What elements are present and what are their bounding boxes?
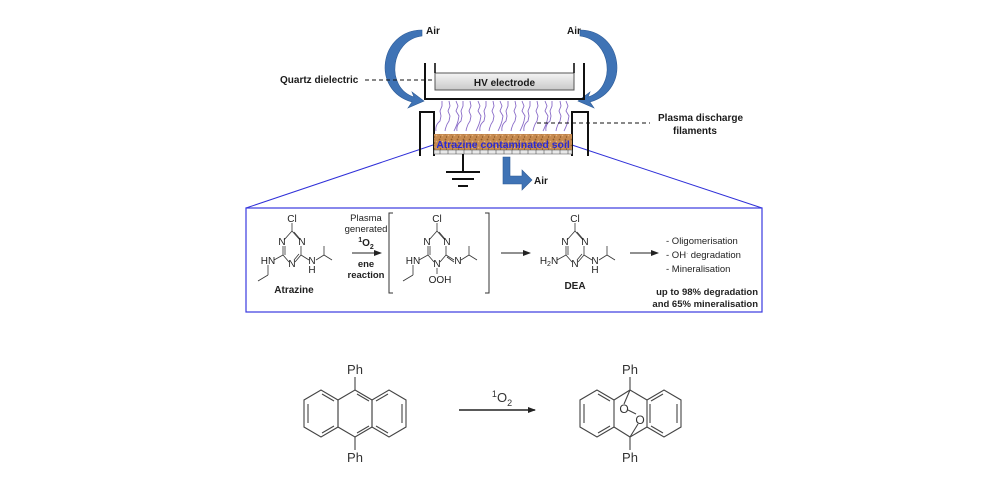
plasma-discharge-filaments <box>435 100 570 132</box>
dea-h2n: H2N <box>540 256 558 268</box>
intermediate-n2: N <box>443 237 450 248</box>
plasma-filament <box>435 101 443 132</box>
reaction2-reagent: 1O2 <box>492 389 512 408</box>
reactor-wall-left <box>419 111 435 156</box>
endoperoxide-ph-top: Ph <box>622 362 638 377</box>
endoperoxide-structure <box>579 377 682 450</box>
plasma-filament <box>456 101 464 132</box>
hv-electrode-label: HV electrode <box>474 78 536 89</box>
plasma-filament <box>532 100 539 132</box>
intermediate-n1: N <box>423 237 430 248</box>
outcome-oh-degradation: - OH· degradation <box>666 250 741 261</box>
dea-cl: Cl <box>570 214 579 225</box>
step1-above-line1: Plasma <box>350 213 382 224</box>
plasma-filament <box>510 100 517 132</box>
dpa-ph-bottom: Ph <box>347 450 363 465</box>
dpa-ph-top: Ph <box>347 362 363 377</box>
intermediate-n3: N <box>433 259 440 270</box>
plasma-filament <box>479 101 487 132</box>
plasma-filament <box>488 100 495 132</box>
soil-layer <box>434 134 572 150</box>
dpa-singlet-oxygen-reaction: Ph Ph 1O2 <box>303 362 682 465</box>
air-inlet-label-right: Air <box>567 26 581 37</box>
intermediate-ooh: OOH <box>429 275 452 286</box>
plasma-filament <box>475 100 482 132</box>
quartz-dielectric <box>424 63 585 100</box>
intermediate-structure <box>402 223 478 282</box>
summary-line1: up to 98% degradation <box>656 287 758 298</box>
zoom-line-left <box>245 144 434 209</box>
intermediate-hn: HN <box>406 256 420 267</box>
plasma-filament <box>523 101 531 132</box>
outcome-mineralisation: - Mineralisation <box>666 264 730 275</box>
atrazine-n1: N <box>278 237 285 248</box>
plasma-filament <box>555 100 562 132</box>
plasma-filament <box>519 100 526 132</box>
plasma-filament <box>465 100 472 132</box>
step1-below-line1: ene <box>358 259 374 270</box>
summary-line2: and 65% mineralisation <box>652 299 758 310</box>
atrazine-hn: HN <box>261 256 275 267</box>
plasma-reactor-diagram: Air Air HV electrode Quartz dielectric A… <box>245 26 763 209</box>
air-inlet-arrow-left <box>384 29 425 109</box>
atrazine-structure <box>257 223 333 282</box>
dea-n1: N <box>561 237 568 248</box>
atrazine-nh-n: N <box>308 256 315 267</box>
dea-nh-n: N <box>591 256 598 267</box>
intermediate-imine-n: N <box>454 256 461 267</box>
atrazine-name: Atrazine <box>274 285 314 296</box>
dea-name: DEA <box>564 281 585 292</box>
air-outlet-label: Air <box>534 176 548 187</box>
step1-reagent: 1O2 <box>358 237 374 251</box>
bracket-right <box>485 212 490 294</box>
plasma-filament <box>497 100 504 132</box>
step1-above-line2: generated <box>345 224 388 235</box>
atrazine-n3: N <box>288 259 295 270</box>
plasma-filament <box>501 101 509 132</box>
plasma-filament <box>542 100 549 132</box>
plasma-label-line1: Plasma discharge <box>658 113 743 124</box>
plasma-filament <box>453 100 460 132</box>
soil-support-mesh <box>433 149 573 155</box>
air-inlet-label-left: Air <box>426 26 440 37</box>
zoom-line-right <box>571 144 763 209</box>
atrazine-degradation-mechanism: Cl N N N HN N H Atrazine Plasma generate… <box>245 207 763 313</box>
mechanism-box <box>245 207 763 313</box>
endoperoxide-o2: O <box>635 413 644 427</box>
endoperoxide-o1: O <box>619 402 628 416</box>
atrazine-cl: Cl <box>287 214 296 225</box>
hv-electrode <box>434 72 575 91</box>
dea-nh-h: H <box>591 265 598 276</box>
bracket-left <box>388 212 393 294</box>
plasma-filament <box>563 100 570 132</box>
plasma-filament <box>444 100 451 132</box>
intermediate-cl: Cl <box>432 214 441 225</box>
atrazine-n2: N <box>298 237 305 248</box>
ground-icon <box>446 154 480 187</box>
step1-below-line2: reaction <box>348 270 385 281</box>
plasma-label-line2: filaments <box>673 126 717 137</box>
diphenylanthracene-structure <box>303 377 407 450</box>
dea-n2: N <box>581 237 588 248</box>
outcome-oligomerisation: - Oligomerisation <box>666 236 738 247</box>
atrazine-nh-h: H <box>308 265 315 276</box>
air-outlet-arrow <box>502 156 533 191</box>
dea-structure <box>556 223 616 263</box>
dea-n3: N <box>571 259 578 270</box>
soil-label: Atrazine contaminated soil <box>436 139 570 151</box>
endoperoxide-ph-bottom: Ph <box>622 450 638 465</box>
quartz-dielectric-label: Quartz dielectric <box>280 75 359 86</box>
air-inlet-arrow-right <box>577 29 618 109</box>
